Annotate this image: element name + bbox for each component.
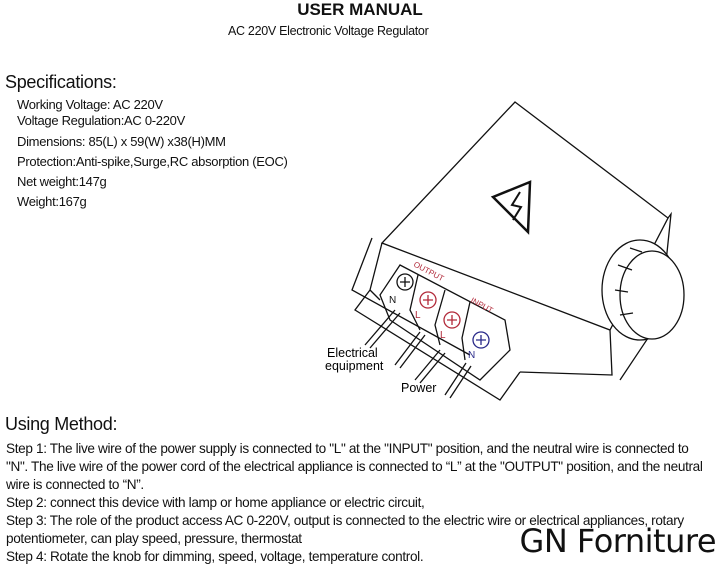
terminal-label: N <box>389 295 396 306</box>
brand-watermark: GN Forniture <box>519 522 717 560</box>
terminal-label: L <box>415 310 421 321</box>
step-line: wire is connected to “N”. <box>6 477 144 492</box>
step-line: Step 3: The role of the product access A… <box>6 513 684 528</box>
step-line: Step 2: connect this device with lamp or… <box>6 495 425 510</box>
terminal-screw-icon <box>419 291 437 309</box>
power-label: Power <box>401 381 436 395</box>
spec-item: Voltage Regulation:AC 0-220V <box>17 113 185 128</box>
electrical-equipment-label: Electrical <box>327 346 378 360</box>
terminal-label: N <box>468 350 475 361</box>
terminal-screw-icon <box>396 273 414 291</box>
specifications-heading: Specifications: <box>5 72 117 92</box>
electrical-equipment-label: equipment <box>325 359 384 373</box>
terminal-label: L <box>440 330 446 341</box>
step-line: "N". The live wire of the power cord of … <box>6 459 703 474</box>
spec-item: Dimensions: 85(L) x 59(W) x38(H)MM <box>17 134 226 149</box>
step-line: Step 4: Rotate the knob for dimming, spe… <box>6 549 424 564</box>
spec-item: Protection:Anti-spike,Surge,RC absorptio… <box>17 154 288 169</box>
using-method-heading: Using Method: <box>5 414 118 434</box>
input-label: INPUT <box>469 296 495 315</box>
terminal-screw-icon <box>443 311 461 329</box>
spec-item: Net weight:147g <box>17 174 107 189</box>
spec-item: Working Voltage: AC 220V <box>17 97 163 112</box>
product-subtitle: AC 220V Electronic Voltage Regulator <box>228 24 429 38</box>
step-line: potentiometer, can play speed, pressure,… <box>6 531 302 546</box>
step-line: Step 1: The live wire of the power suppl… <box>6 441 689 456</box>
manual-title: USER MANUAL <box>297 0 423 19</box>
spec-item: Weight:167g <box>17 194 87 209</box>
high-voltage-warning-icon <box>490 180 532 235</box>
terminal-screw-icon <box>472 331 490 349</box>
